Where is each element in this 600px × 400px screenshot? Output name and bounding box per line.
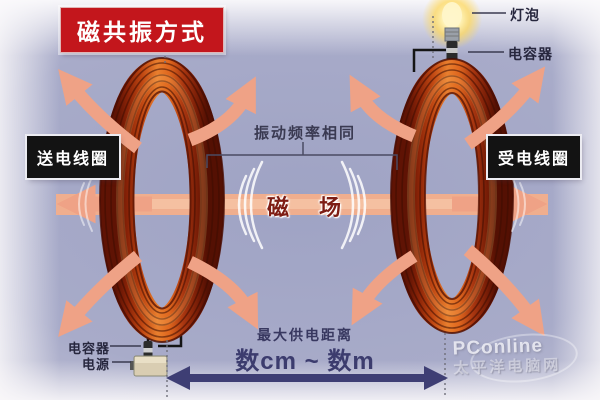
receiver-circuit [412,0,482,72]
wave-ripples [78,160,526,250]
left-coil [99,57,225,343]
distance-caption: 最大供电距离 [257,327,353,343]
page-title: 磁共振方式 [60,7,224,53]
label-bulb: 灯泡 [510,7,540,23]
dotted-guides [164,16,446,397]
field-arrows-curved [58,66,546,338]
label-transmitting-coil: 送电线圈 [27,136,120,178]
label-capacitor-right: 电容器 [508,46,553,62]
callout-lines [110,12,506,363]
label-power-supply: 电源 [82,357,111,372]
bulb-component [442,2,462,28]
frequency-bracket [206,142,398,170]
watermark: PConline 太平洋电脑网 [452,334,593,378]
magnetic-field-label: 磁 场 [266,195,354,220]
label-receiving-coil: 受电线圈 [488,136,581,178]
bulb-socket [444,27,460,42]
frequency-note: 振动频率相同 [253,125,356,142]
label-capacitor-left: 电容器 [68,341,111,356]
distance-range: 数cm ~ 数m [235,348,375,375]
right-coil [390,58,514,334]
